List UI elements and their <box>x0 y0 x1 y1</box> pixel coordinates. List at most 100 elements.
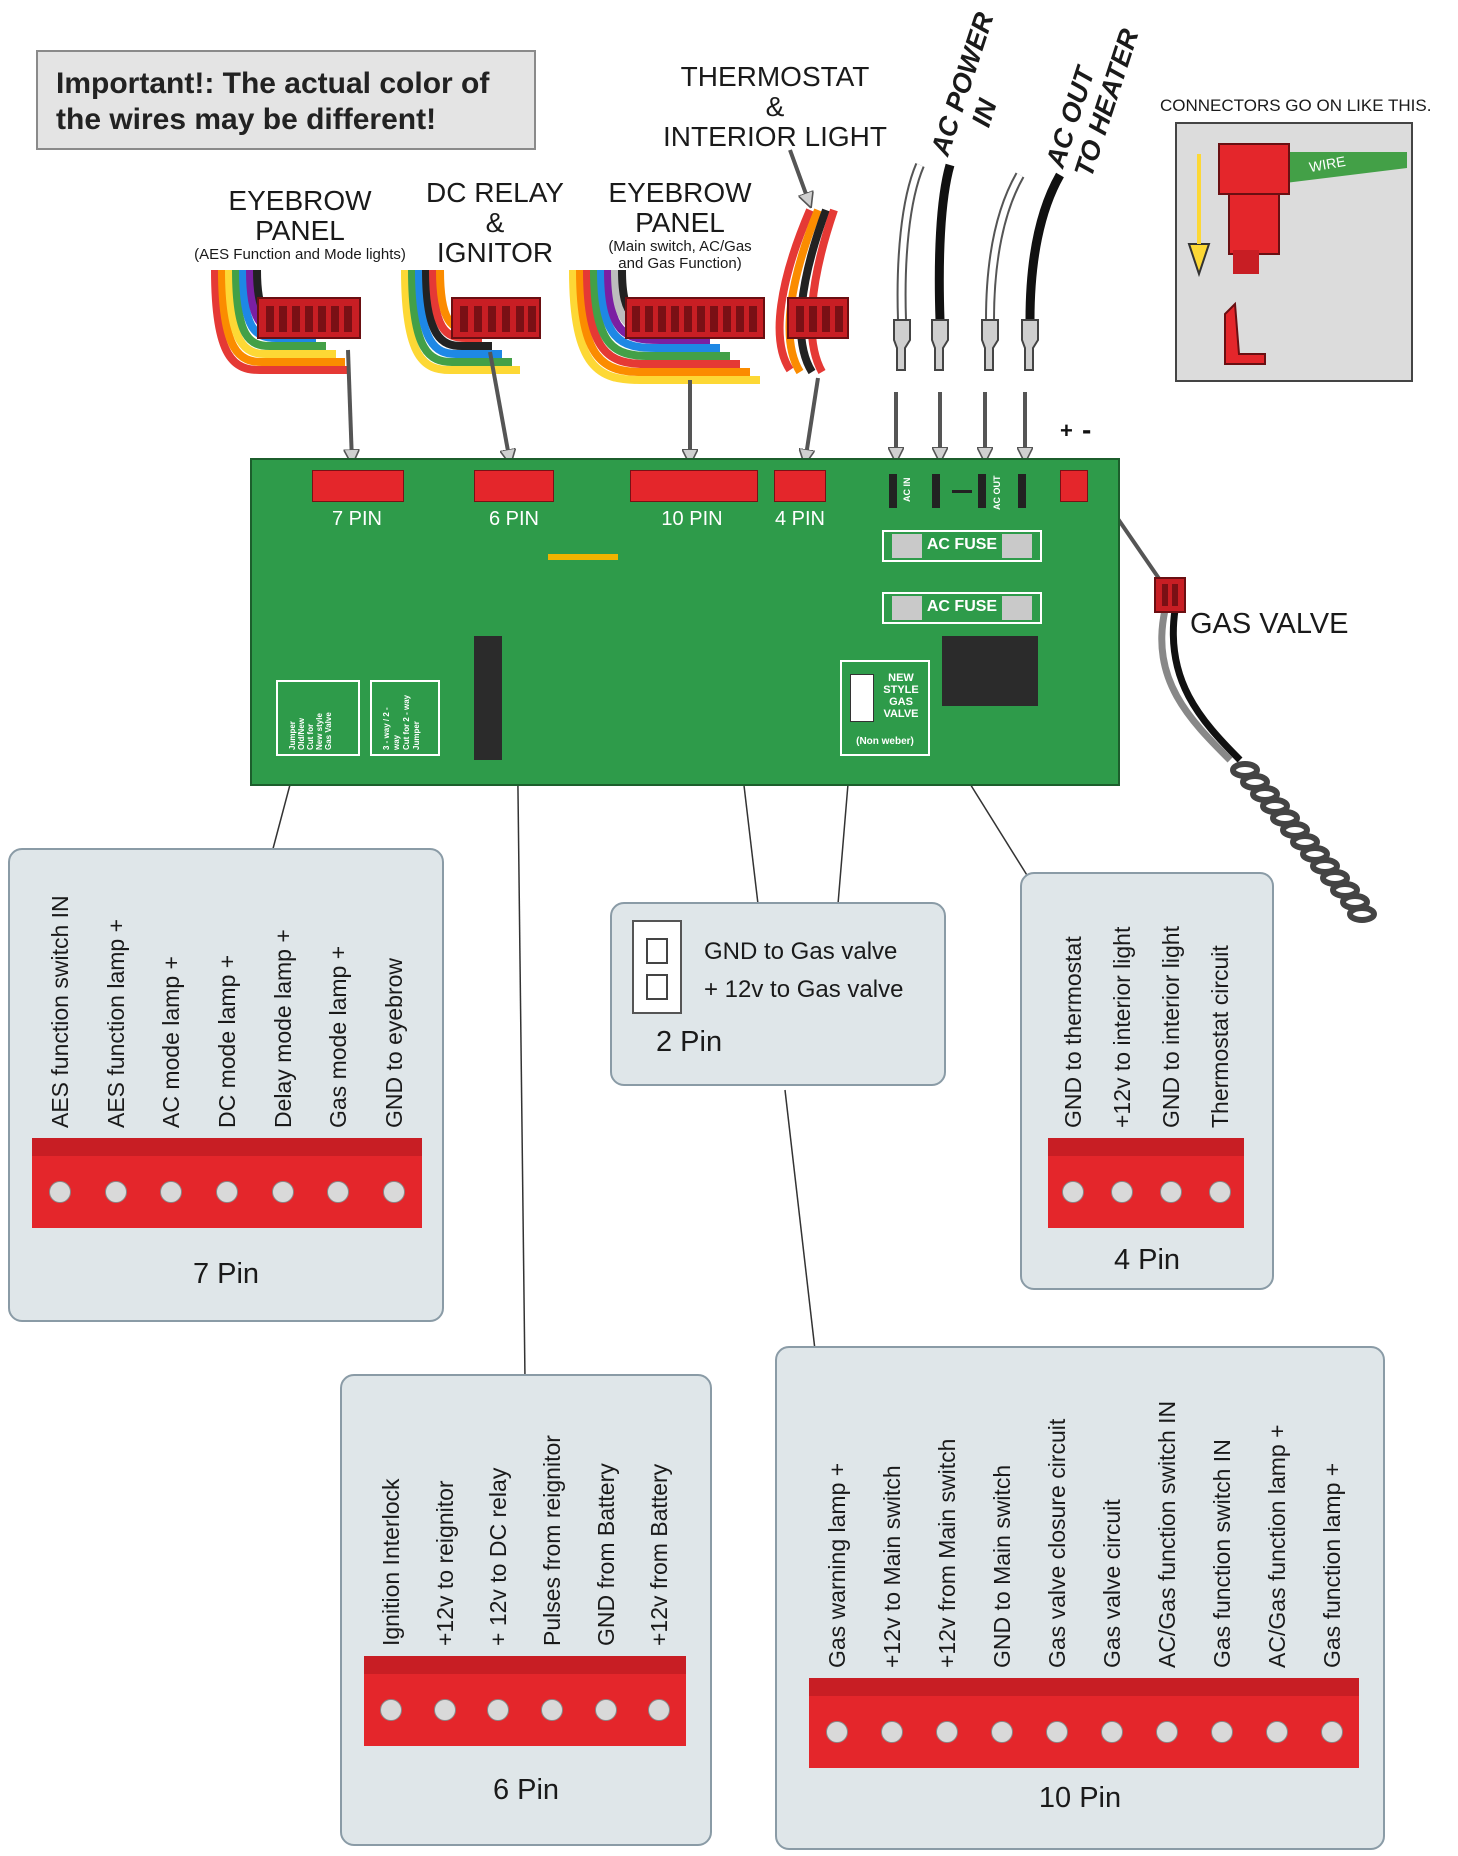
connector-inset: WIRE <box>1175 122 1413 382</box>
panel7-pin-hole <box>48 1181 71 1203</box>
jumper-b2: Cut for 2 - way <box>402 694 411 750</box>
panel-10-pin: Gas warning lamp ++12v to Main switch+12… <box>775 1346 1385 1850</box>
eyebrow-1-title-2: PANEL <box>255 215 345 246</box>
panel7-pin-label: AES function lamp + <box>102 918 129 1128</box>
eyebrow-2-title-1: EYEBROW <box>608 177 752 208</box>
ac-link <box>952 490 972 493</box>
panel10-pin-label: Gas function switch IN <box>1208 1439 1235 1668</box>
dc-title-2: & <box>485 207 505 238</box>
panel10-pin-hole <box>990 1721 1013 1743</box>
panel7-pin-label: Gas mode lamp + <box>325 945 352 1128</box>
ac-terminal-1[interactable] <box>889 474 897 508</box>
two-pin-12v: + 12v to Gas valve <box>704 976 904 1003</box>
panel6-pin-hole <box>594 1699 617 1721</box>
connection-arrows <box>348 349 1162 582</box>
connectors-title: CONNECTORS GO ON LIKE THIS. <box>1160 96 1432 115</box>
panel4-pin-hole <box>1159 1181 1182 1203</box>
panel10-pin-label: Gas valve closure circuit <box>1043 1418 1070 1668</box>
minus-sign: - <box>1082 414 1092 445</box>
ac-terminal-2[interactable] <box>932 474 940 508</box>
jumper-old-new[interactable]: Jumper Old/New Cut for New style Gas Val… <box>276 680 360 756</box>
ac-out-board-label: AC OUT <box>992 475 1002 511</box>
dc-title-3: IGNITOR <box>436 237 554 268</box>
pin-label-10: 10 PIN <box>661 508 723 530</box>
ac-fuse-1[interactable]: AC FUSE <box>882 530 1042 562</box>
two-pin-caption: 2 Pin <box>656 1026 723 1058</box>
panel4-pin-label: GND to interior light <box>1157 926 1184 1128</box>
panel7-connector-top <box>32 1138 422 1156</box>
circuit-board: 7 PIN 6 PIN 10 PIN 4 PIN AC IN AC OUT + … <box>250 414 1120 786</box>
panel7-caption: 7 Pin <box>192 1258 260 1290</box>
jumper-b3: Jumper <box>412 721 421 750</box>
panel4-connector-top <box>1048 1138 1244 1156</box>
ac-wires <box>893 163 1064 371</box>
board-connector-7pin[interactable] <box>312 470 404 502</box>
board-connector-6pin[interactable] <box>474 470 554 502</box>
jumper-3way-text: 3 - way / 2 - way Cut for 2 - way Jumper <box>382 694 422 750</box>
ac-terminal-3[interactable] <box>978 474 986 508</box>
panel6-connector <box>364 1674 686 1746</box>
panel6-pin-label: +12v to reignitor <box>431 1480 458 1646</box>
panel-6-pin: Ignition Interlock +12v to reignitor + 12v… <box>340 1374 712 1846</box>
panel4-pin-label: GND to thermostat <box>1059 936 1086 1128</box>
panel6-pin-hole <box>648 1699 671 1721</box>
new-style-4: VALVE <box>883 708 919 720</box>
jumper-a2: Old/New <box>297 717 306 750</box>
eyebrow-2-subtitle-1: (Main switch, AC/Gas <box>608 238 752 255</box>
dc-title-1: DC RELAY <box>426 177 564 208</box>
panel10-pin-hole <box>1045 1721 1068 1743</box>
panel10-pin-hole <box>1320 1721 1343 1743</box>
jumper-b1: 3 - way / 2 - way <box>382 707 401 750</box>
new-style-1: NEW <box>888 672 914 684</box>
panel-2-pin: GND to Gas valve + 12v to Gas valve 2 Pi… <box>610 902 946 1086</box>
panel-7-pin: AES function switch IN AES function lamp … <box>8 848 444 1322</box>
panel10-pin-hole <box>1155 1721 1178 1743</box>
harness-eyebrow-1 <box>211 269 361 374</box>
board-connector-4pin[interactable] <box>774 470 826 502</box>
panel10-pin-label: Gas warning lamp + <box>823 1462 850 1668</box>
panel6-pin-label: + 12v to DC relay <box>485 1467 512 1646</box>
panel7-pin-label: Delay mode lamp + <box>269 929 296 1128</box>
panel7-pin-hole <box>104 1181 127 1203</box>
panel10-pin-label: Gas valve circuit <box>1098 1499 1125 1668</box>
new-style-gas-valve[interactable]: NEW STYLE GAS VALVE (Non weber) <box>840 660 930 756</box>
panel6-pin-label: +12v from Battery <box>646 1463 673 1646</box>
new-style-2: STYLE <box>883 684 919 696</box>
board-connector-gas[interactable] <box>1060 470 1088 502</box>
panel10-pin-label: Gas function lamp + <box>1318 1462 1345 1668</box>
ic-chip <box>474 636 502 760</box>
panel10-connector-top <box>809 1678 1359 1696</box>
ac-fuse-1-label: AC FUSE <box>926 536 998 553</box>
panel7-pin-hole <box>327 1181 350 1203</box>
ac-fuse-2[interactable]: AC FUSE <box>882 592 1042 624</box>
jumper-old-new-text: Jumper Old/New Cut for New style Gas Val… <box>288 712 333 750</box>
ac-fuse-2-label: AC FUSE <box>926 598 998 615</box>
ac-terminal-4[interactable] <box>1018 474 1026 508</box>
pin-label-6: 6 PIN <box>488 508 540 530</box>
panel10-pin-hole <box>1210 1721 1233 1743</box>
connector-inset-drawing <box>1187 143 1407 365</box>
yellow-jumper <box>548 554 618 560</box>
board-connector-10pin[interactable] <box>630 470 758 502</box>
panel4-caption: 4 Pin <box>1113 1244 1181 1276</box>
panel6-pin-hole <box>379 1699 402 1721</box>
panel6-pin-label: Pulses from reignitor <box>538 1435 565 1646</box>
panel10-caption: 10 Pin <box>1038 1782 1122 1814</box>
panel10-pin-label: GND to Main switch <box>988 1464 1015 1668</box>
thermo-2: & <box>765 91 785 122</box>
panel4-pin-hole <box>1208 1181 1231 1203</box>
plus-sign: + <box>1060 418 1073 443</box>
panel10-pin-label: AC/Gas function lamp + <box>1263 1424 1290 1668</box>
eyebrow-1-subtitle: (AES Function and Mode lights) <box>194 246 406 263</box>
new-style-3: GAS <box>889 696 913 708</box>
ac-in-label: AC IN <box>902 477 912 503</box>
jumper-3way-2way[interactable]: 3 - way / 2 - way Cut for 2 - way Jumper <box>370 680 440 756</box>
gas-valve-label: GAS VALVE <box>1190 608 1349 640</box>
jumper-a4: New style <box>315 713 324 750</box>
panel7-pin-label: AES function switch IN <box>46 895 73 1128</box>
panel6-pin-label: Ignition Interlock <box>377 1478 404 1646</box>
panel6-pin-hole <box>540 1699 563 1721</box>
thermostat-label: THERMOSTAT & INTERIOR LIGHT <box>650 62 900 152</box>
panel7-pin-hole <box>271 1181 294 1203</box>
eyebrow-1-title-1: EYEBROW <box>228 185 372 216</box>
